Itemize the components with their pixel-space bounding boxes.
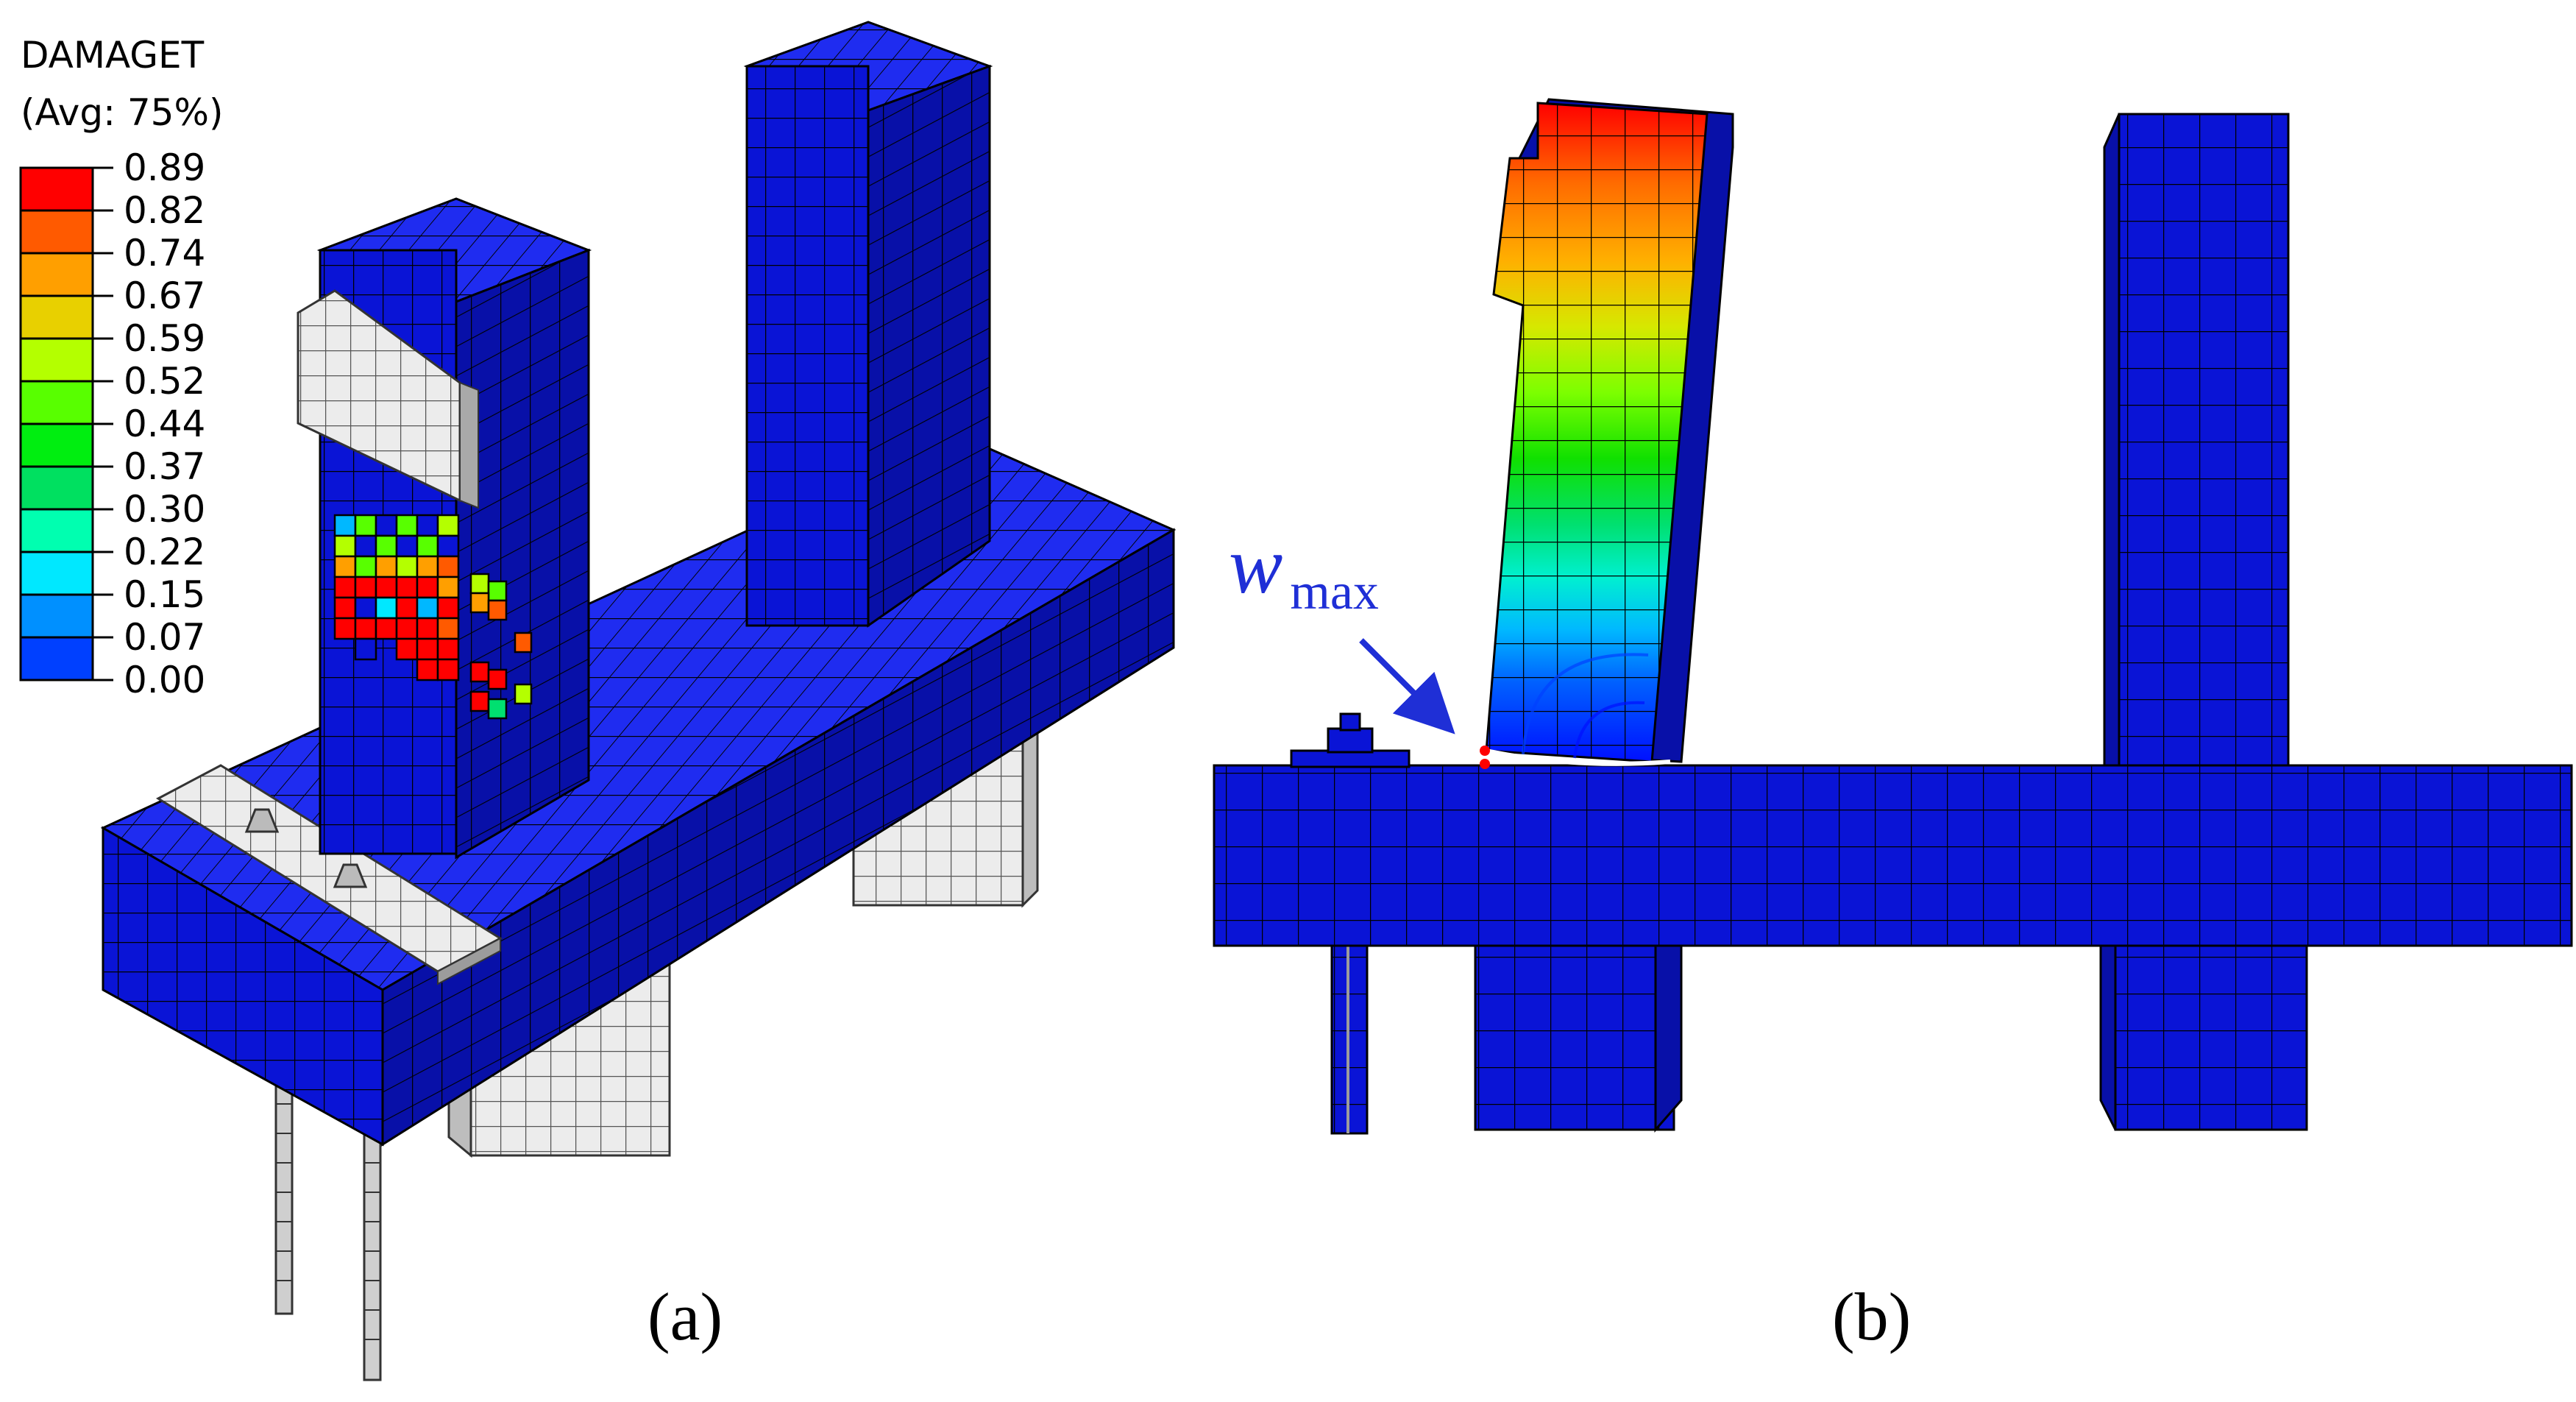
panel-b-tilted-column [1485, 98, 1734, 763]
legend-swatch [19, 337, 94, 383]
legend-swatch [19, 550, 94, 596]
wmax-subscript: max [1290, 564, 1379, 620]
legend-tick-label: 0.37 [124, 445, 205, 488]
damage-zone [333, 514, 533, 720]
panel-label-b: (b) [1832, 1279, 1911, 1354]
legend-tick-label: 0.82 [124, 189, 205, 232]
legend: DAMAGET (Avg: 75%) 0.890.820.740.670.590… [19, 34, 224, 701]
panel-label-a: (a) [647, 1279, 723, 1354]
legend-tick-label: 0.44 [124, 403, 205, 445]
legend-swatch [19, 636, 94, 681]
wmax-symbol: w [1229, 520, 1282, 610]
panel-b-beam [1213, 764, 2573, 947]
panel-b-lower-parts [1330, 944, 2308, 1135]
legend-swatch [19, 422, 94, 468]
legend-tick-label: 0.59 [124, 317, 205, 360]
legend-tick-label: 0.00 [124, 659, 205, 701]
legend-swatch [19, 465, 94, 511]
contact-points [1480, 746, 1671, 769]
legend-swatch [19, 294, 94, 340]
legend-swatches [19, 166, 94, 681]
panel-b-model: w max [1213, 98, 2573, 1135]
legend-tick-label: 0.89 [124, 146, 205, 189]
legend-tick-label: 0.15 [124, 573, 205, 616]
legend-tick-label: 0.30 [124, 488, 205, 531]
legend-swatch [19, 508, 94, 553]
legend-subtitle: (Avg: 75%) [21, 91, 224, 134]
legend-swatch [19, 593, 94, 639]
legend-swatch [19, 380, 94, 425]
anchor-rods [274, 1025, 382, 1381]
wmax-label: w max [1229, 520, 1379, 620]
pier-cap-plate [297, 289, 479, 509]
legend-tick-label: 0.67 [124, 275, 205, 317]
wmax-annotation: w max [1229, 520, 1455, 734]
legend-tick-label: 0.52 [124, 360, 205, 403]
legend-title: DAMAGET [21, 34, 205, 77]
panel-b-bolt [1290, 712, 1411, 768]
legend-ticks: 0.890.820.740.670.590.520.440.370.300.22… [93, 146, 205, 701]
panel-a-model [100, 21, 1177, 1381]
legend-swatch [19, 209, 94, 255]
legend-swatch [19, 166, 94, 212]
legend-tick-label: 0.22 [124, 531, 205, 573]
panel-b-right-pier [2103, 113, 2290, 767]
legend-swatch [19, 252, 94, 297]
back-pier [743, 21, 993, 628]
bearing-plate [155, 764, 503, 985]
wmax-arrow [1359, 638, 1455, 734]
legend-tick-label: 0.07 [124, 616, 205, 659]
legend-tick-label: 0.74 [124, 232, 205, 275]
